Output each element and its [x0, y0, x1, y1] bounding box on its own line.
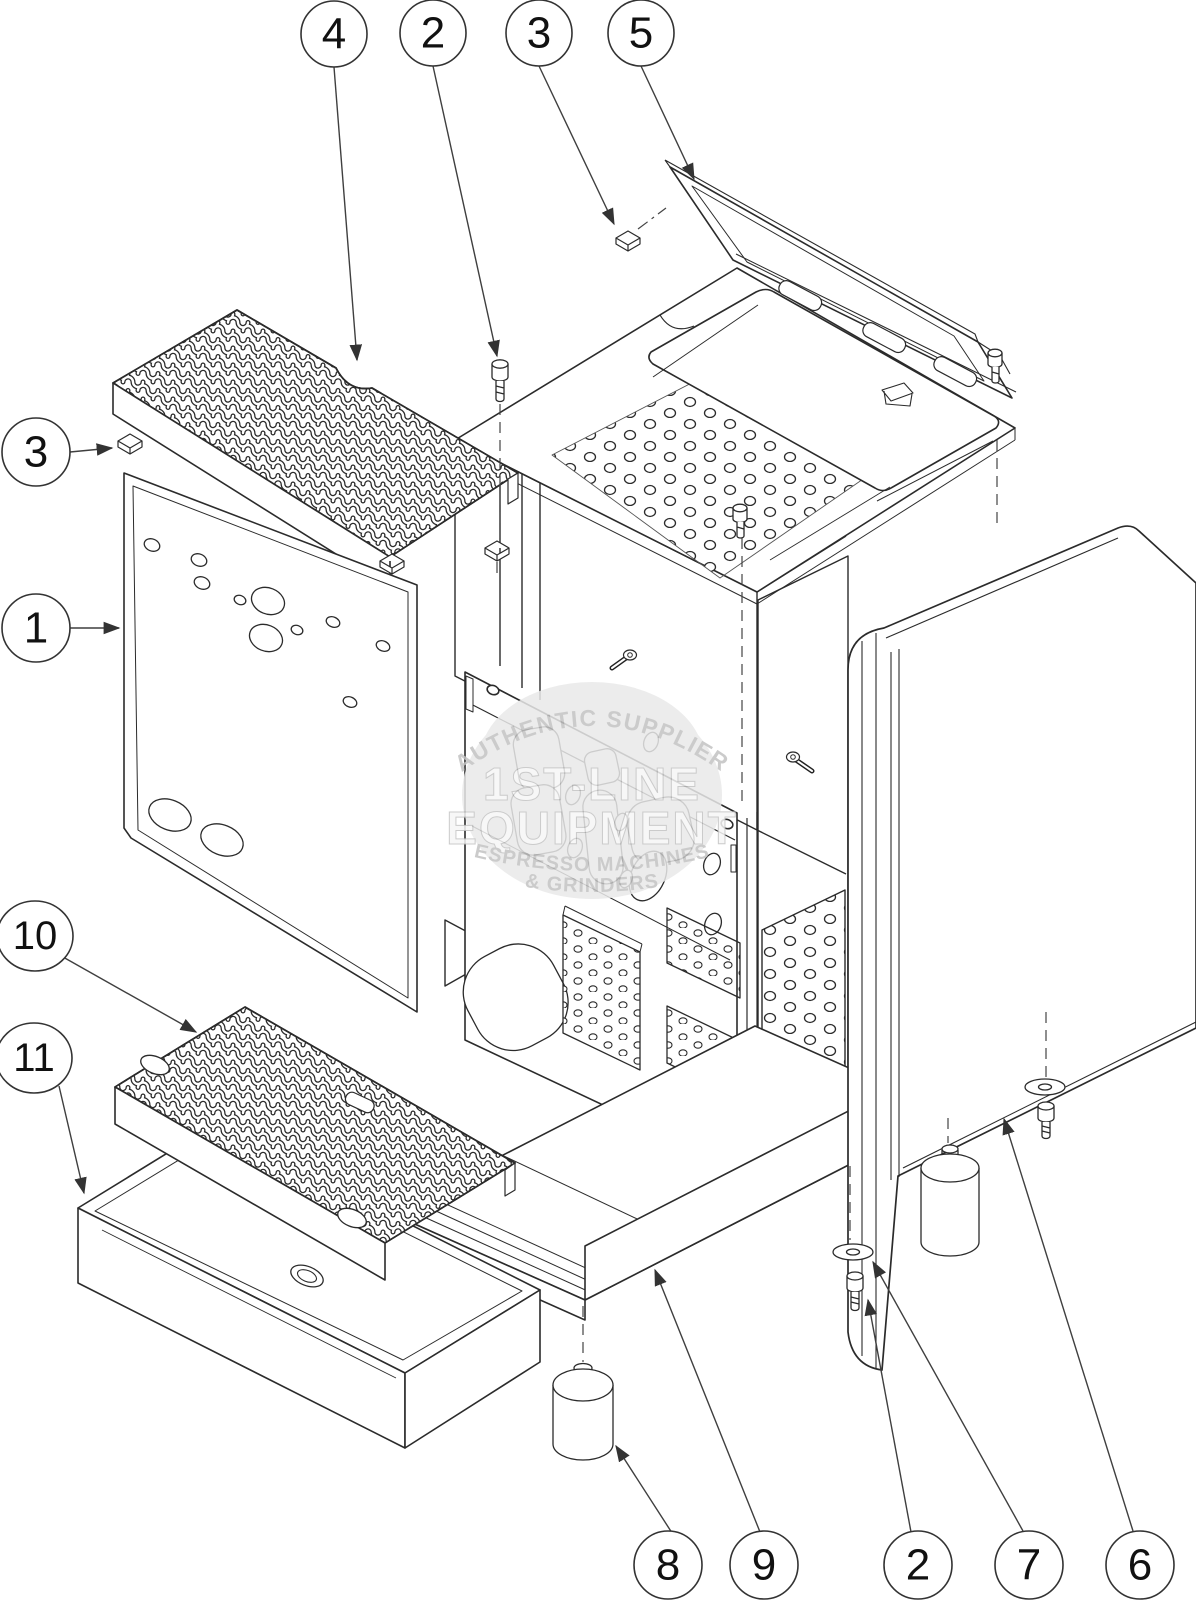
- callout-11: 11: [0, 1022, 73, 1094]
- body-shell: [847, 525, 1196, 1371]
- foot: [552, 1362, 614, 1461]
- cup-tray-notch: [659, 314, 695, 330]
- callout-2-top: 2: [399, 0, 467, 67]
- callout-8: 8: [633, 1530, 703, 1600]
- screw: [732, 503, 748, 539]
- svg-text:11: 11: [13, 1036, 55, 1080]
- drip-tray-grate: [114, 1006, 516, 1281]
- water-tank-opening: [648, 288, 1000, 492]
- svg-text:9: 9: [752, 1541, 776, 1590]
- svg-text:2: 2: [421, 9, 445, 58]
- svg-text:5: 5: [629, 9, 653, 58]
- svg-text:10: 10: [13, 914, 58, 958]
- hinge-tabs: [778, 280, 978, 388]
- screw: [1037, 1101, 1055, 1140]
- clip: [615, 230, 641, 252]
- svg-text:1: 1: [24, 604, 48, 653]
- clip: [484, 540, 510, 562]
- watermark-line1: 1ST-LINE: [483, 758, 701, 810]
- svg-text:3: 3: [527, 9, 551, 58]
- frame-window-mid: [562, 914, 641, 1071]
- callout-9: 9: [729, 1530, 799, 1600]
- top-plate: [454, 267, 1016, 605]
- mid-screws: [609, 649, 815, 774]
- callout-4: 4: [300, 0, 368, 68]
- panel-holes: [143, 538, 391, 857]
- svg-text:3: 3: [24, 428, 48, 477]
- screw: [987, 348, 1003, 384]
- callout-1: 1: [1, 593, 71, 663]
- clip: [379, 553, 405, 575]
- foot: [920, 1144, 980, 1257]
- callout-6: 6: [1105, 1530, 1175, 1600]
- callout-2-bottom: 2: [883, 1530, 953, 1600]
- lid-catch: [881, 382, 914, 407]
- watermark-line2: EQUIPMENT: [446, 802, 737, 854]
- cup-warmer-grate: [112, 309, 519, 589]
- left-side-panel: [123, 472, 418, 1013]
- svg-text:2: 2: [906, 1541, 930, 1590]
- svg-text:4: 4: [322, 10, 346, 59]
- callout-5: 5: [607, 0, 675, 67]
- svg-text:7: 7: [1017, 1541, 1041, 1590]
- callout-3-left: 3: [1, 417, 71, 487]
- watermark: AUTHENTIC SUPPLIER 1ST-LINE EQUIPMENT ES…: [446, 682, 737, 899]
- frame-window-right-1: [666, 907, 741, 999]
- clips: [117, 207, 667, 575]
- washer: [1024, 1078, 1066, 1096]
- screw: [846, 1271, 864, 1312]
- callout-3-top: 3: [505, 0, 573, 67]
- svg-text:8: 8: [656, 1541, 680, 1590]
- callout-10: 10: [0, 900, 74, 972]
- leader-lines: [58, 65, 1134, 1537]
- fasteners-and-feet: [491, 348, 1066, 1461]
- callout-7: 7: [994, 1530, 1064, 1600]
- washer: [832, 1243, 874, 1261]
- clip: [117, 433, 143, 455]
- screw: [491, 359, 509, 403]
- svg-text:6: 6: [1128, 1541, 1152, 1590]
